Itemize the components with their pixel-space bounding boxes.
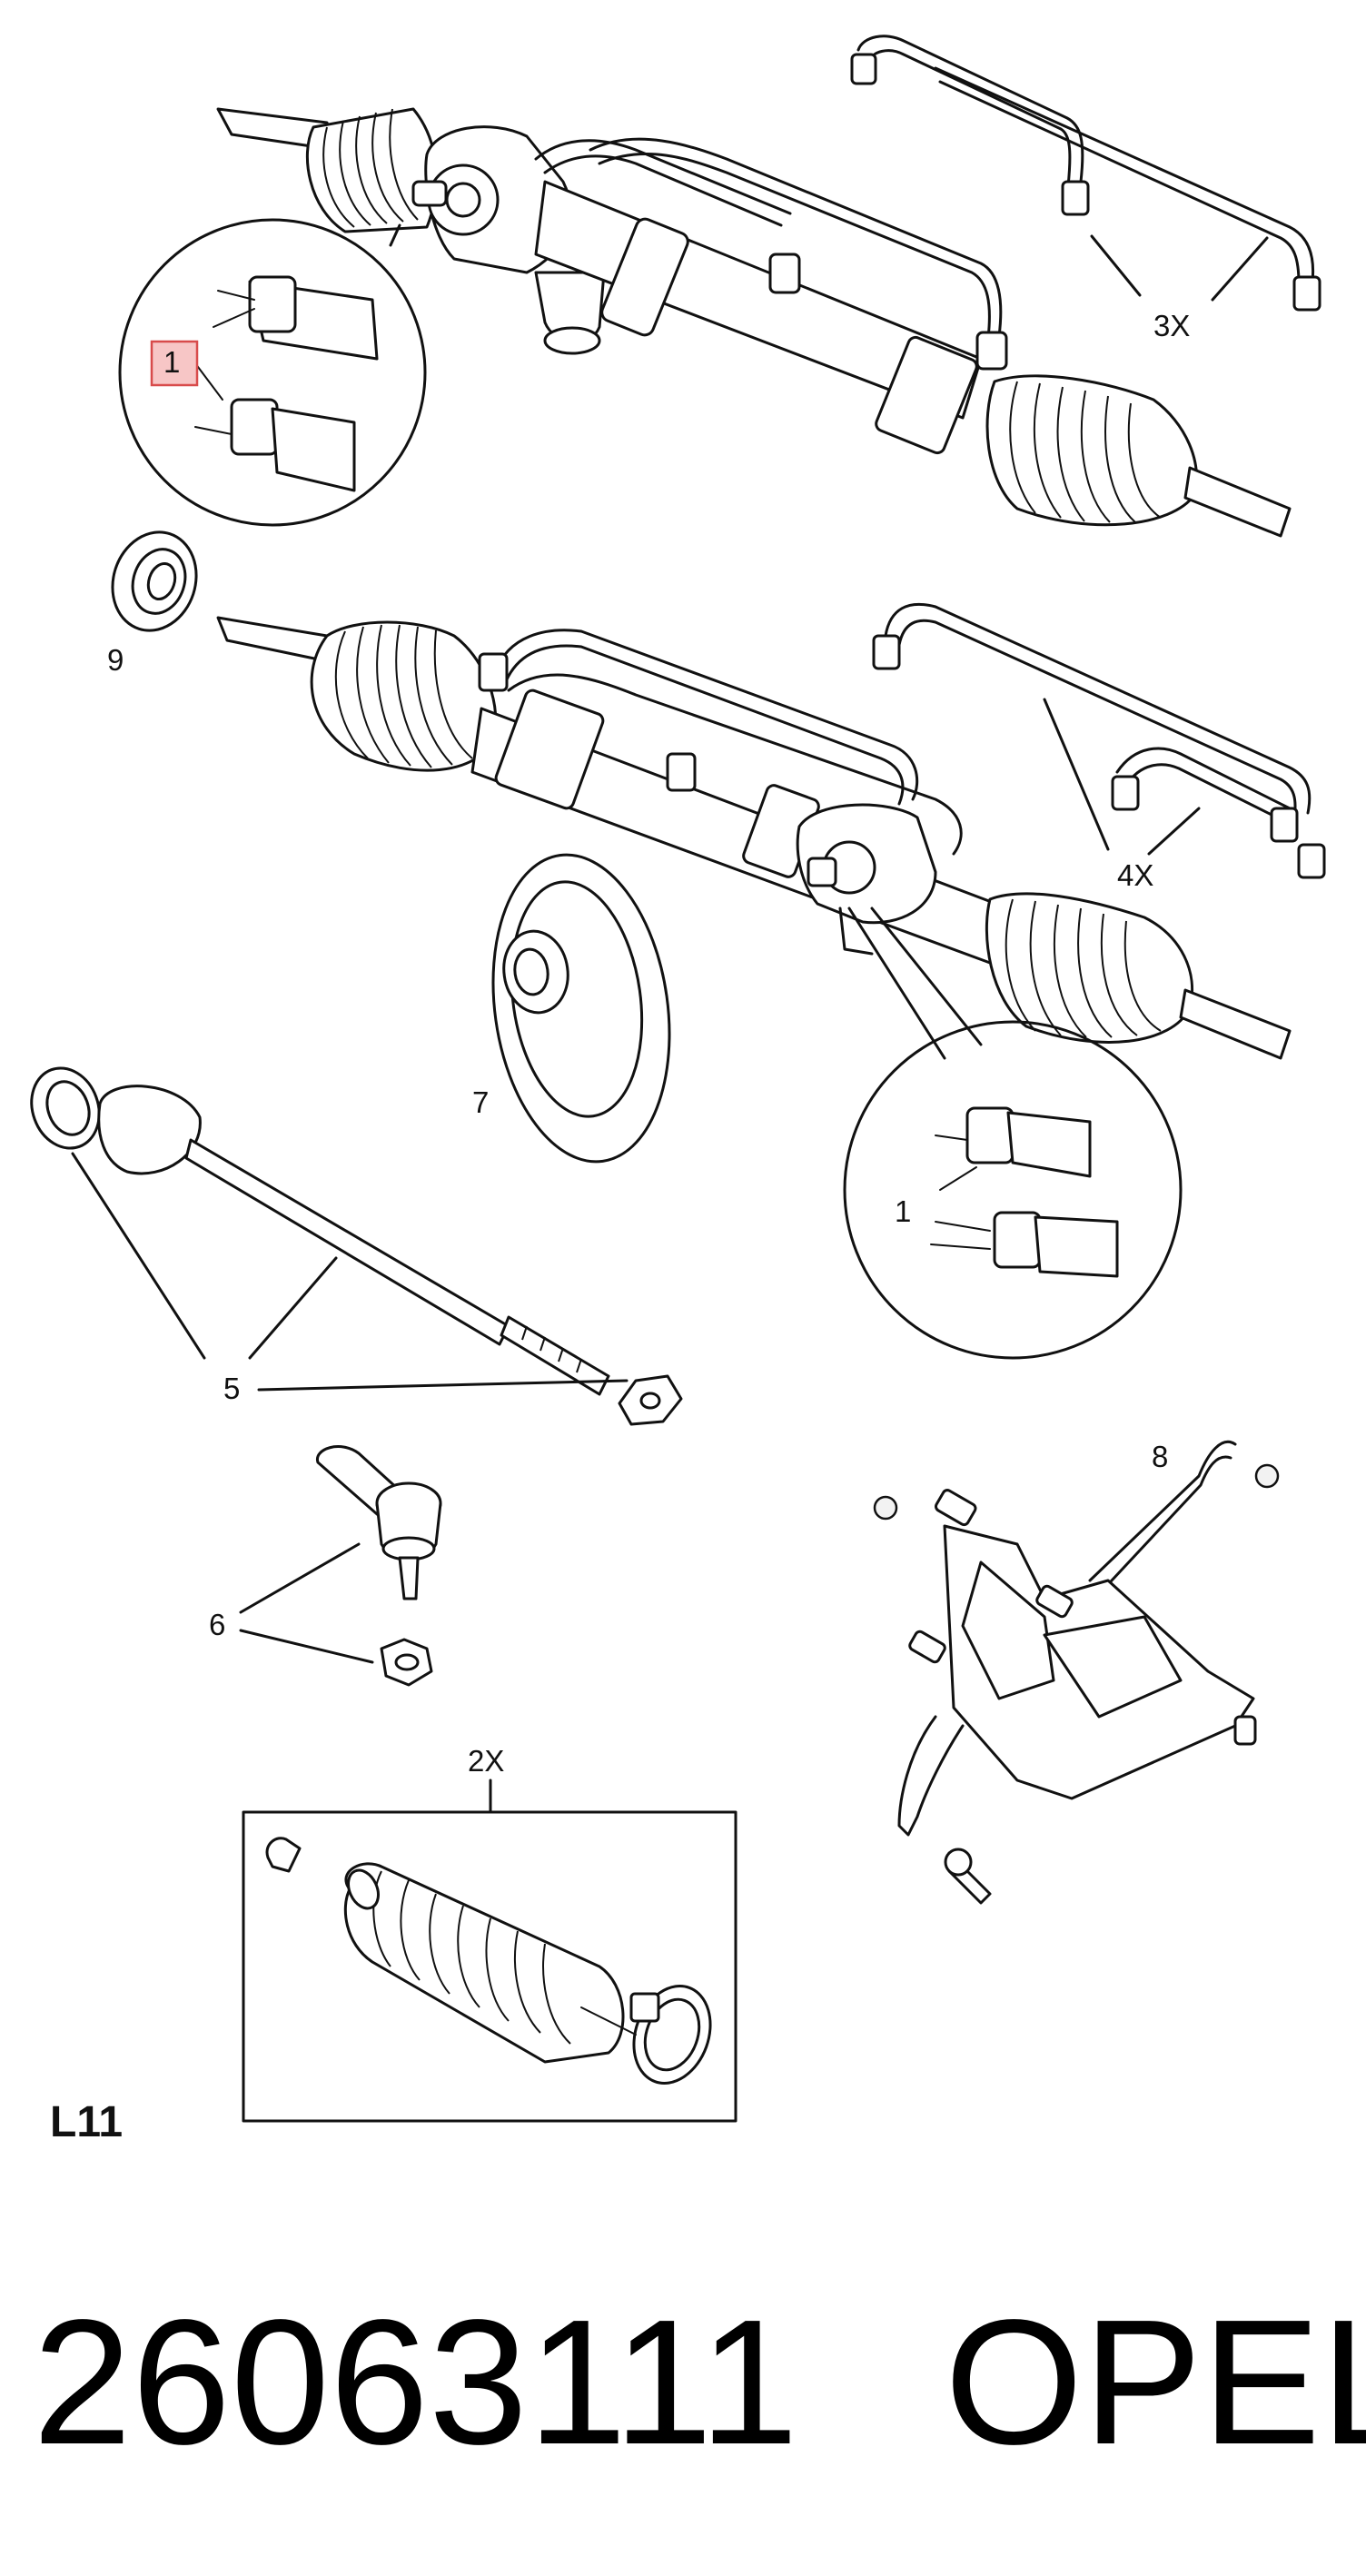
callout-1-lower: 1	[895, 1194, 911, 1228]
inner-tie-rod-part-5: 5	[30, 1066, 683, 1426]
seal-part-9: 9	[107, 530, 198, 677]
callout-9: 9	[107, 643, 124, 677]
right-bellow-middle	[985, 892, 1194, 1044]
callout-8: 8	[1152, 1440, 1168, 1473]
callout-2x: 2X	[468, 1744, 504, 1778]
detail-circle-lower: 1	[843, 907, 1183, 1360]
callout-6: 6	[209, 1608, 225, 1641]
diagram-code: L11	[50, 2098, 123, 2146]
pipe-set-3x: 3X	[850, 35, 1321, 342]
callout-7: 7	[472, 1085, 489, 1119]
highlight-box	[150, 340, 199, 387]
brand-name: OPEL	[945, 2283, 1366, 2482]
detail-circle-top: 1	[118, 218, 427, 527]
callout-3x: 3X	[1153, 309, 1190, 342]
bellow-boot	[343, 1862, 625, 2064]
callout-4x: 4X	[1117, 858, 1153, 892]
callout-1-top: 1	[163, 345, 180, 379]
part-number: 26063111	[33, 2283, 798, 2482]
tie-rod-end-part-6: 6	[209, 1445, 442, 1687]
steering-rack-assembly-top	[216, 107, 1292, 538]
kit-frame	[242, 1810, 737, 2123]
dust-boot-part-7: 7	[472, 853, 671, 1164]
left-bellow-middle	[310, 620, 498, 772]
right-bellow-top	[985, 374, 1199, 527]
bracket-part-8: 8	[873, 1440, 1280, 1905]
left-bellow-top	[306, 107, 439, 233]
pipe-set-4x: 4X	[872, 602, 1326, 892]
callout-5: 5	[223, 1372, 240, 1405]
boot-kit-2x: 2X	[242, 1744, 737, 2123]
steering-rack-assembly-middle	[216, 616, 1292, 1060]
